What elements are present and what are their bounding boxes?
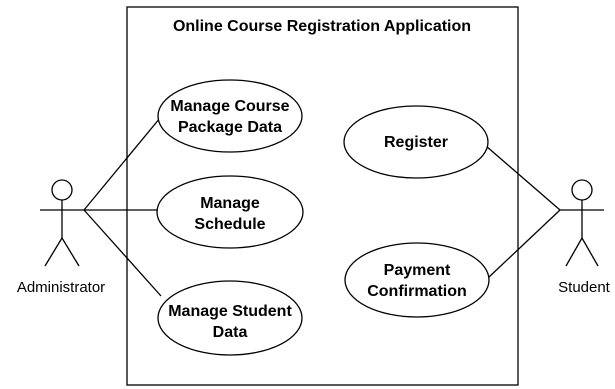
use-case-ellipse (344, 242, 490, 318)
stick-figure-icon (40, 179, 84, 267)
use-case-label-line-1: Manage Course (170, 98, 289, 115)
use-case-ellipse (157, 79, 303, 153)
use-case-manage-student-data: Manage Student Data (157, 280, 303, 356)
association-admin-manage-course-package (83, 117, 161, 211)
use-case-label-line-2: Data (213, 324, 248, 341)
use-case-payment-confirmation: Payment Confirmation (344, 242, 490, 318)
association-admin-manage-student-data (83, 209, 162, 297)
association-student-register (485, 145, 561, 211)
use-case-label-line-1: Register (384, 134, 448, 151)
stick-figure-icon (560, 179, 604, 267)
use-case-label-line-1: Manage (200, 195, 260, 212)
use-case-label-line-1: Manage Student (168, 303, 292, 320)
use-case-label-line-2: Package Data (178, 119, 282, 136)
use-case-label-line-1: Payment (384, 262, 451, 279)
use-case-ellipse (156, 175, 304, 249)
use-case-label-line-2: Confirmation (367, 283, 467, 300)
use-case-manage-schedule: Manage Schedule (156, 175, 304, 249)
system-title: Online Course Registration Application (173, 18, 471, 35)
use-case-manage-course-package-data: Manage Course Package Data (157, 79, 303, 153)
actor-administrator: Administrator (17, 179, 105, 296)
actor-label: Student (558, 279, 611, 296)
use-case-ellipse (343, 105, 489, 179)
association-student-payment-confirmation (487, 209, 561, 279)
actor-label: Administrator (17, 279, 105, 296)
use-case-ellipse (157, 280, 303, 356)
actor-student: Student (558, 179, 611, 296)
use-case-register: Register (343, 105, 489, 179)
system-boundary (126, 6, 519, 386)
use-case-label-line-2: Schedule (194, 216, 265, 233)
